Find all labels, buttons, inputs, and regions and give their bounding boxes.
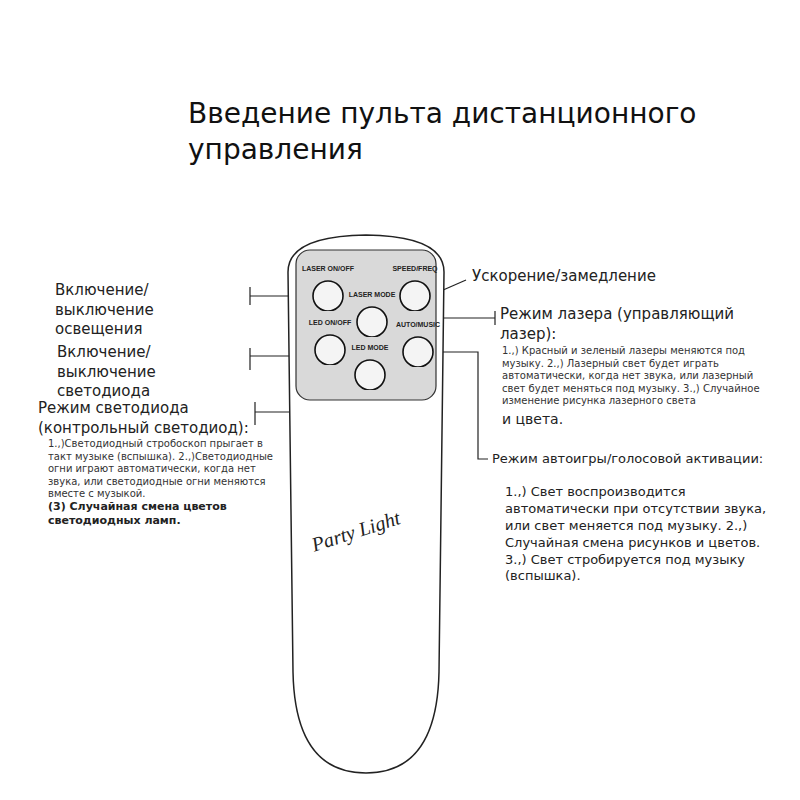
callout-text: 1.,) Свет воспроизводится автоматически …	[505, 484, 780, 585]
remote-button: AUTO/MUSIC	[387, 321, 449, 367]
remote-housing	[288, 235, 444, 773]
callout-text: 1.,)Светодиодный стробоскоп прыгает в та…	[48, 438, 284, 501]
button-label: AUTO/MUSIC	[387, 321, 449, 328]
remote-button: SPEED/FREQ	[384, 265, 446, 311]
remote-button: LASER MODE	[341, 291, 403, 337]
button-label: LED MODE	[339, 344, 401, 351]
button-face	[355, 360, 385, 390]
callout-text: Режим автоигры/голосовой активации:	[492, 451, 787, 468]
callout-text: (3) Случайная смена цветов светодиодных …	[48, 500, 248, 529]
callout-text: Режим светодиода (контрольный светодиод)…	[38, 399, 250, 438]
remote-button: LED ON/OFF	[299, 319, 361, 365]
title: Введение пульта дистанционного управлени…	[188, 96, 708, 169]
button-label: LED ON/OFF	[299, 319, 361, 326]
button-face	[357, 307, 387, 337]
callout-text: Включение/выключение светодиода	[57, 343, 242, 402]
remote-button: LASER ON/OFF	[297, 265, 359, 311]
button-face	[400, 281, 430, 311]
callout-text: и цвета.	[502, 410, 702, 428]
remote-button: LED MODE	[339, 344, 401, 390]
button-label: LASER ON/OFF	[297, 265, 359, 272]
callout-text: Включение/выключение освещения	[55, 281, 240, 340]
callout-text: 1.,) Красный и зеленый лазеры меняются п…	[502, 345, 764, 408]
button-label: LASER MODE	[341, 291, 403, 298]
remote-body: Party LightLASER ON/OFFSPEED/FREQLASER M…	[268, 232, 464, 777]
button-face	[315, 335, 345, 365]
button-face	[313, 281, 343, 311]
button-label: SPEED/FREQ	[384, 265, 446, 272]
callout-text: Режим лазера (управляющий лазер):	[500, 305, 745, 344]
button-face	[403, 337, 433, 367]
callout-text: Ускорение/замедление	[472, 267, 732, 287]
